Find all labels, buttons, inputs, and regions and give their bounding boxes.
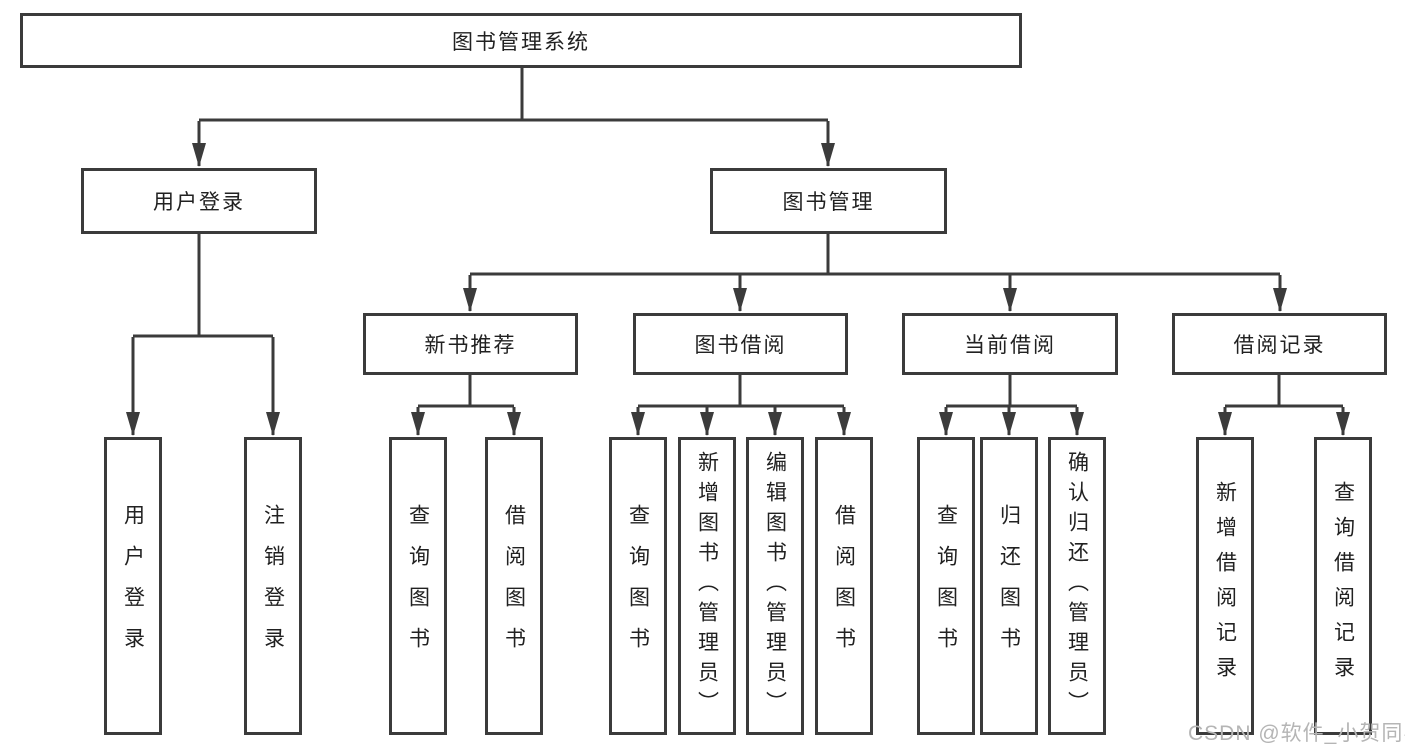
leaf-user-login-label: 用户登录: [121, 504, 145, 668]
node-current-borrowing-label: 当前借阅: [964, 334, 1056, 357]
node-borrow-records: 借阅记录: [1172, 313, 1387, 375]
leaf-borrow-books-2: 借阅图书: [815, 437, 873, 735]
leaf-confirm-return-admin: 确认归还（管理员）: [1048, 437, 1106, 735]
leaf-add-borrow-record: 新增借阅记录: [1196, 437, 1254, 735]
node-new-book-recommend-label: 新书推荐: [424, 334, 517, 357]
node-user-login: 用户登录: [81, 168, 317, 234]
leaf-add-borrow-record-label: 新增借阅记录: [1213, 481, 1237, 691]
node-book-management: 图书管理: [710, 168, 947, 234]
leaf-borrow-books-1-label: 借阅图书: [502, 504, 526, 668]
leaf-query-books-2-label: 查询图书: [626, 504, 650, 668]
node-borrow-records-label: 借阅记录: [1233, 334, 1326, 357]
leaf-return-book: 归还图书: [980, 437, 1038, 735]
node-new-book-recommend: 新书推荐: [363, 313, 578, 375]
leaf-query-books-3-label: 查询图书: [934, 504, 958, 668]
leaf-edit-book-admin-label: 编辑图书（管理员）: [763, 451, 787, 721]
leaf-query-borrow-record: 查询借阅记录: [1314, 437, 1372, 735]
leaf-logout-label: 注销登录: [261, 504, 285, 668]
leaf-add-book-admin: 新增图书（管理员）: [678, 437, 736, 735]
leaf-query-borrow-record-label: 查询借阅记录: [1331, 481, 1355, 691]
node-system-root-label: 图书管理系统: [452, 30, 590, 54]
node-system-root: 图书管理系统: [20, 13, 1022, 68]
node-user-login-label: 用户登录: [153, 191, 245, 214]
leaf-borrow-books-1: 借阅图书: [485, 437, 543, 735]
leaf-add-book-admin-label: 新增图书（管理员）: [695, 451, 719, 721]
leaf-query-books-3: 查询图书: [917, 437, 975, 735]
leaf-query-books-1: 查询图书: [389, 437, 447, 735]
leaf-query-books-1-label: 查询图书: [406, 504, 430, 668]
node-book-management-label: 图书管理: [782, 191, 875, 214]
leaf-return-book-label: 归还图书: [997, 504, 1021, 668]
leaf-logout: 注销登录: [244, 437, 302, 735]
leaf-edit-book-admin: 编辑图书（管理员）: [746, 437, 804, 735]
watermark-text: CSDN @软件_小贺同学: [1188, 722, 1405, 745]
node-current-borrowing: 当前借阅: [902, 313, 1118, 375]
leaf-borrow-books-2-label: 借阅图书: [832, 504, 856, 668]
node-book-borrowing-label: 图书借阅: [694, 334, 787, 357]
leaf-query-books-2: 查询图书: [609, 437, 667, 735]
leaf-confirm-return-admin-label: 确认归还（管理员）: [1065, 451, 1089, 721]
node-book-borrowing: 图书借阅: [633, 313, 848, 375]
leaf-user-login: 用户登录: [104, 437, 162, 735]
